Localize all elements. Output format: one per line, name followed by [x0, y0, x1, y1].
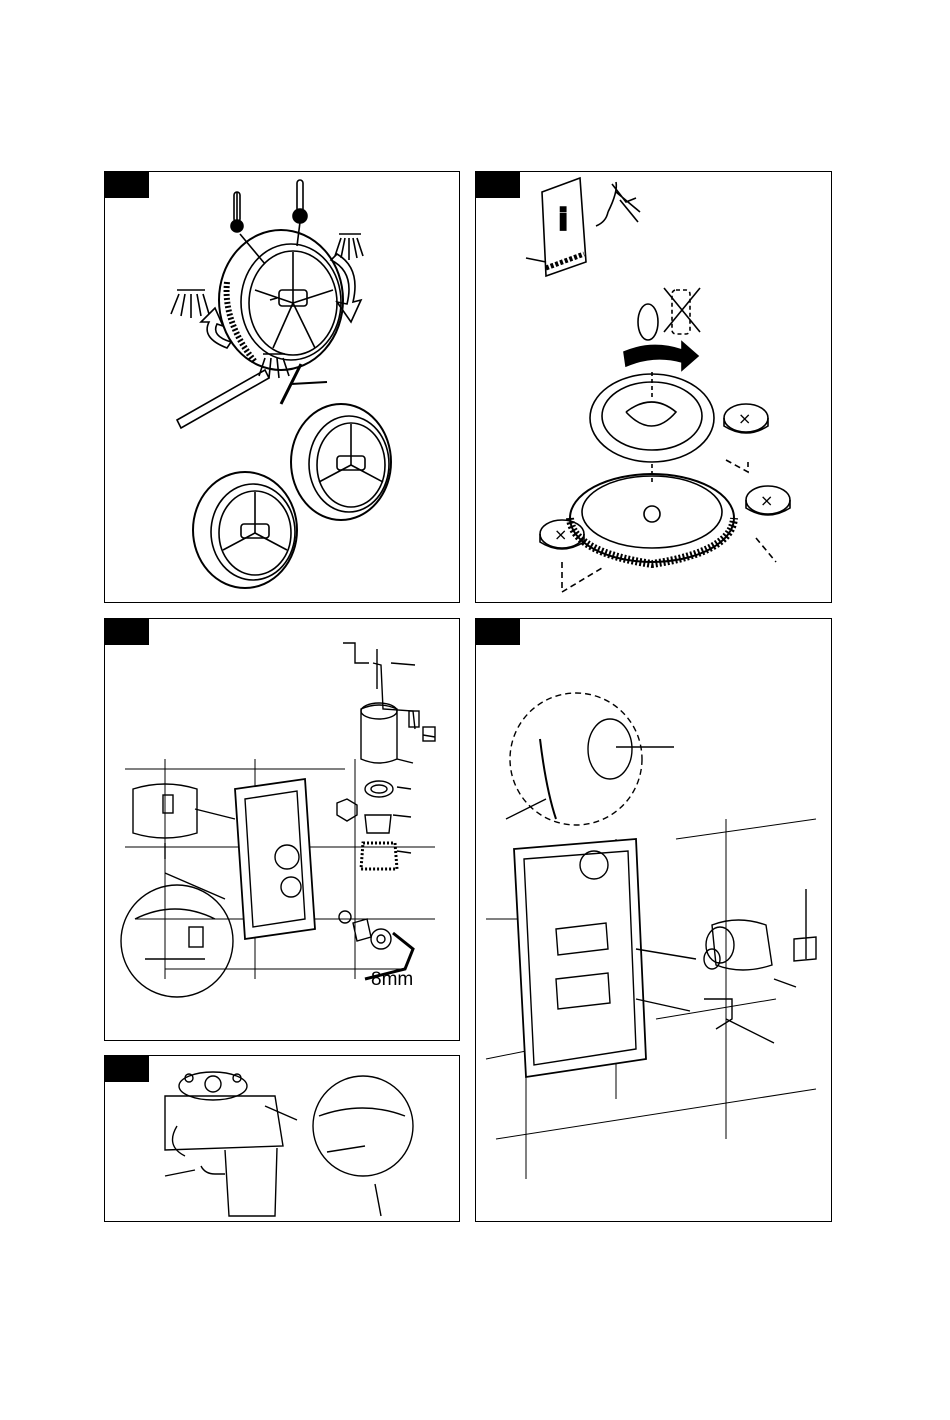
battery-replacement-illustration: i	[476, 172, 832, 603]
panel-remote-controls	[104, 171, 460, 603]
thermostat-installation-illustration: 8mm	[105, 619, 460, 1041]
thermometer-icon	[231, 192, 243, 232]
panel-concealed-box	[475, 618, 832, 1222]
battery-cross-glyph: ×	[760, 491, 773, 510]
thermometer-icon	[293, 180, 307, 223]
rotate-arrow-icon	[201, 308, 231, 348]
tool-size-label: 8mm	[371, 969, 413, 990]
eye-icon	[596, 182, 640, 226]
shower-head-icon	[171, 290, 209, 318]
hex-nut	[337, 799, 357, 821]
panel-cartridge-detail	[104, 1055, 460, 1222]
cartridge-detail-illustration	[105, 1056, 460, 1222]
concealed-box-illustration	[476, 619, 832, 1222]
battery-cross-glyph: ×	[554, 525, 567, 544]
battery-cross-glyph: ×	[738, 409, 751, 428]
panel-battery-replacement: i	[475, 171, 832, 603]
remote-controls-illustration	[105, 172, 460, 603]
info-book-icon	[526, 178, 586, 276]
panel-thermostat-installation: 8mm	[104, 618, 460, 1041]
info-glyph: i	[558, 203, 568, 238]
rotate-arrow-icon	[624, 342, 698, 370]
